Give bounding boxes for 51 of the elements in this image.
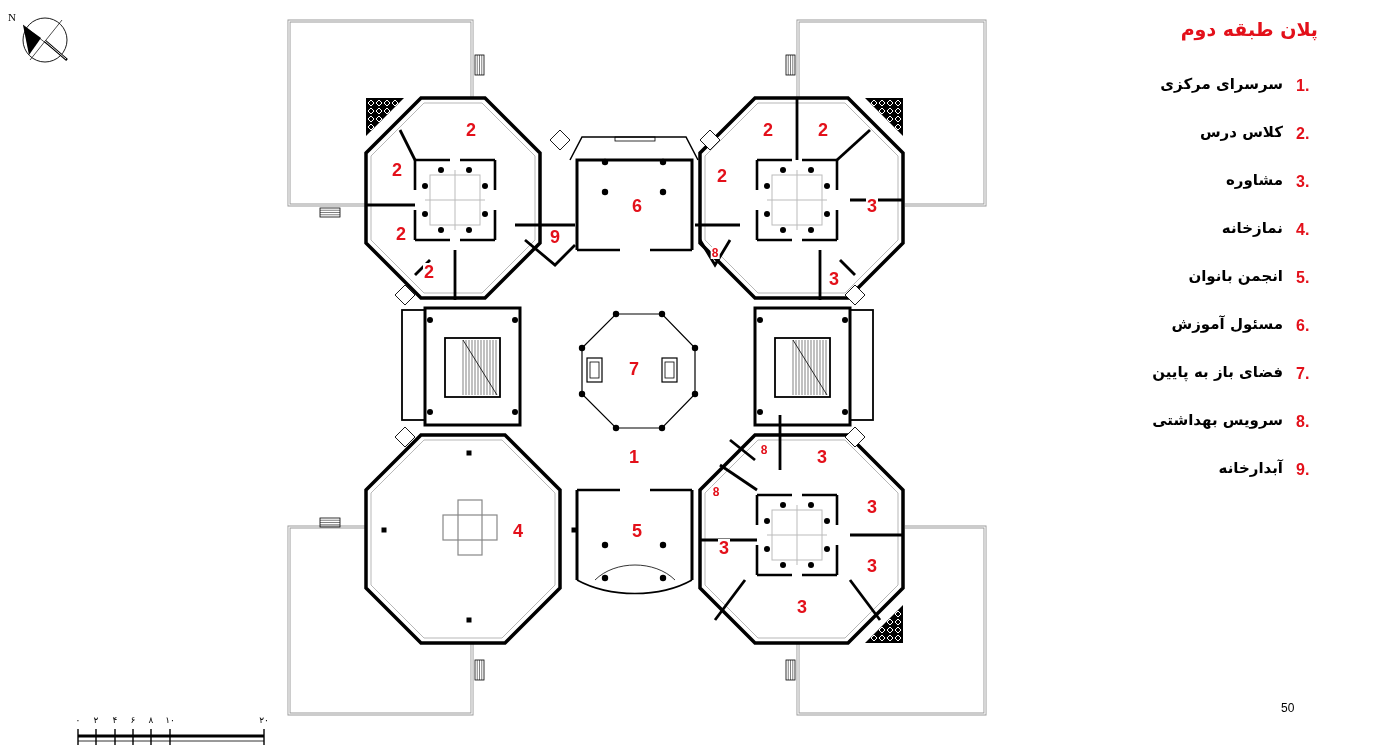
key-text: آبدارخانه (1218, 461, 1283, 476)
room-number: 1 (628, 448, 640, 466)
room-number: 7 (628, 360, 640, 378)
page-number: 50 (1281, 702, 1295, 714)
room-number: 3 (866, 498, 878, 516)
room-number: 5 (631, 522, 643, 540)
key-number: 7. (1296, 366, 1310, 382)
key-number: 4. (1296, 222, 1310, 238)
key-text: انجمن بانوان (1188, 269, 1283, 284)
room-number: 2 (762, 121, 774, 139)
room-number: 2 (423, 263, 435, 281)
room-number: 3 (796, 598, 808, 616)
room-number: 2 (716, 167, 728, 185)
room-number: 2 (395, 225, 407, 243)
key-number: 8. (1296, 414, 1310, 430)
room-number: 8 (711, 486, 721, 498)
key-text: سرسرای مرکزی (1160, 77, 1283, 92)
room-number: 8 (759, 444, 769, 456)
scale-number: ۰ (75, 716, 81, 725)
room-number: 9 (549, 228, 561, 246)
key-text: نمازخانه (1221, 221, 1283, 236)
scale-number: ۶ (130, 716, 136, 725)
room-number: 3 (866, 557, 878, 575)
room-number: 3 (866, 197, 878, 215)
key-text: مسئول آموزش (1171, 317, 1283, 332)
key-text: مشاوره (1226, 173, 1283, 188)
room-number: 8 (710, 247, 720, 259)
key-text: کلاس درس (1199, 125, 1283, 140)
room-number: 2 (465, 121, 477, 139)
room-number: 4 (512, 522, 524, 540)
room-number: 6 (631, 197, 643, 215)
room-number: 3 (828, 270, 840, 288)
scale-number: ۸ (148, 716, 154, 725)
room-number: 2 (817, 121, 829, 139)
plan-title: پلان طبقه دوم (1180, 20, 1318, 39)
scale-number: ۲ (93, 716, 99, 725)
room-number: 2 (391, 161, 403, 179)
key-number: 1. (1296, 78, 1310, 94)
key-number: 5. (1296, 270, 1310, 286)
scale-number: ۱۰ (165, 716, 175, 725)
room-number: 3 (816, 448, 828, 466)
key-number: 9. (1296, 462, 1310, 478)
key-text: فضای باز به پایین (1152, 365, 1283, 380)
scale-number: ۲۰ (259, 716, 269, 725)
key-number: 6. (1296, 318, 1310, 334)
room-number: 3 (718, 539, 730, 557)
key-text: سرویس بهداشتی (1152, 413, 1283, 428)
key-number: 3. (1296, 174, 1310, 190)
key-number: 2. (1296, 126, 1310, 142)
north-label: N (8, 12, 16, 23)
scale-number: ۴ (112, 716, 118, 725)
